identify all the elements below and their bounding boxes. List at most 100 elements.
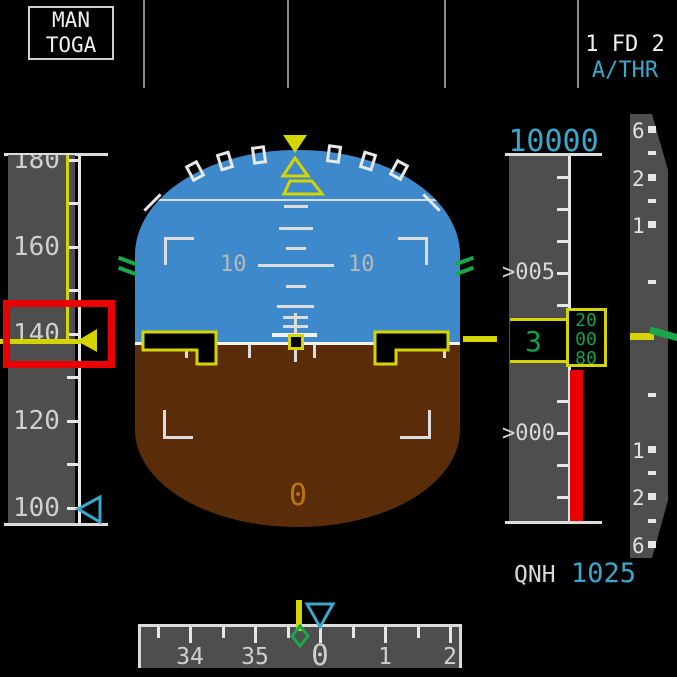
alt-label-000: >000: [502, 421, 555, 446]
pitch-mark-3: [286, 247, 306, 250]
speed-tick-130: [67, 376, 79, 379]
vsi-minor-tick-6: [648, 519, 656, 523]
speed-label-100: 100: [13, 493, 60, 523]
hdg-minor-tick-4: [352, 627, 355, 638]
vsi-square-tick-3: [648, 221, 656, 228]
vsi-square-tick-1: [648, 126, 656, 133]
speed-pointer-triangle: [77, 329, 97, 352]
hdg-label-34: 34: [176, 644, 204, 670]
vsi-minor-tick-2: [648, 199, 656, 203]
speed-pointer-line: [0, 339, 81, 344]
alt-tick-2: [557, 208, 569, 211]
alt-window-top-line: [510, 318, 568, 321]
vsi-label-2-up: 2: [632, 167, 645, 191]
upper-left-bracket-h: [164, 237, 194, 240]
hdg-minor-tick-3: [287, 627, 290, 638]
hdg-tick-340: [189, 627, 192, 643]
alt-window-left-area: [510, 321, 566, 360]
altitude-reference-dash: [463, 336, 497, 342]
fma-divider-4: [577, 0, 579, 88]
vsi-label-6-up: 6: [632, 119, 645, 143]
alt-tick-3: [557, 240, 569, 243]
heading-lubber-line: [296, 600, 302, 631]
vsi-minor-tick-5: [648, 471, 656, 475]
vsi-zero-reference: [630, 333, 654, 340]
upper-left-bracket-v: [164, 237, 167, 265]
vsi-label-2-down: 2: [632, 486, 645, 510]
pitch-label-right: 10: [348, 252, 375, 277]
pitch-mark-1: [284, 205, 308, 208]
upper-right-bracket-v: [425, 237, 428, 265]
fma-thrust-mode-box: MAN TOGA: [28, 6, 114, 60]
alt-tick-7: [557, 432, 569, 435]
aircraft-reference-square: [288, 334, 304, 350]
horizon-heading-tick-3: [313, 345, 316, 358]
speed-tick-160: [67, 246, 79, 249]
speed-label-180: 180: [13, 155, 60, 175]
qnh-label: QNH: [514, 562, 556, 588]
horizon-heading-tick-2: [248, 345, 251, 358]
lower-left-bracket-h: [163, 436, 193, 439]
vsi-label-1-up: 1: [632, 214, 645, 238]
qnh-value: 1025: [571, 558, 637, 589]
vsi-label-1-down: 1: [632, 439, 645, 463]
alt-tape-bottom-line: [505, 521, 602, 524]
alt-drum-digit-center: 00: [575, 329, 597, 350]
target-speed-triangle: [74, 494, 102, 525]
lower-right-bracket-h: [400, 436, 431, 439]
hdg-minor-tick-2: [222, 627, 225, 638]
speed-label-140: 140: [13, 319, 60, 349]
speed-label-160: 160: [13, 232, 60, 262]
alt-tick-1: [557, 176, 569, 179]
sideslip-index: [281, 179, 326, 196]
alt-drum-box: 20 00 80: [566, 308, 607, 367]
pitch-mark-5: [277, 305, 314, 308]
speed-tick-120: [67, 420, 79, 423]
hdg-minor-tick-1: [157, 627, 160, 638]
right-wing-symbol: [373, 330, 450, 366]
pitch-label-left: 10: [220, 252, 247, 277]
fma-divider-2: [287, 0, 289, 88]
vsi-minor-tick-3: [648, 280, 656, 284]
annotation-highlight-box: [3, 300, 115, 368]
alt-label-005: >005: [502, 260, 555, 285]
speed-tick-170: [67, 202, 79, 205]
vsi-square-tick-4: [648, 446, 656, 453]
center-cross-bar-2: [283, 325, 308, 328]
hdg-tape-right-border: [459, 624, 462, 668]
alt-tape-top-line: [505, 153, 602, 156]
speed-tick-100: [67, 507, 79, 510]
pitch-line-wide: [135, 199, 460, 201]
roll-pointer-triangle: [280, 155, 311, 178]
hdg-tick-010: [384, 627, 387, 643]
alt-window-bottom-line: [510, 360, 568, 363]
pitch-mark-2: [279, 227, 313, 230]
vsi-minor-tick-1: [648, 151, 656, 155]
speed-tape-bottom-line: [4, 523, 108, 526]
upper-right-bracket-h: [398, 237, 428, 240]
alt-drum-digit-lower: 80: [575, 348, 597, 367]
left-wing-symbol: [141, 330, 218, 366]
vsi-label-6-down: 6: [632, 534, 645, 558]
pitch-mark-4: [286, 285, 306, 288]
vsi-square-tick-2: [648, 174, 656, 181]
pitch-zero-label: 0: [288, 478, 308, 513]
alt-tick-4: [557, 272, 569, 275]
vsi-minor-tick-4: [648, 393, 656, 397]
speed-trend-line: [66, 155, 69, 339]
hdg-minor-tick-5: [417, 627, 420, 638]
hdg-label-2: 2: [443, 644, 457, 670]
selected-heading-triangle: [304, 602, 336, 631]
speed-label-120: 120: [13, 406, 60, 436]
speed-tape: 180 160 140 120 100: [8, 155, 75, 523]
roll-index-triangle: [283, 135, 307, 153]
alt-readout-hundreds: 3: [525, 325, 542, 358]
track-diamond: [290, 623, 310, 649]
pitch-line-10deg: [258, 264, 334, 267]
vsi-square-tick-5: [648, 493, 656, 500]
alt-tick-5: [557, 304, 569, 307]
vsi-square-tick-6: [648, 541, 656, 548]
alt-drum-digit-upper: 20: [575, 310, 597, 331]
